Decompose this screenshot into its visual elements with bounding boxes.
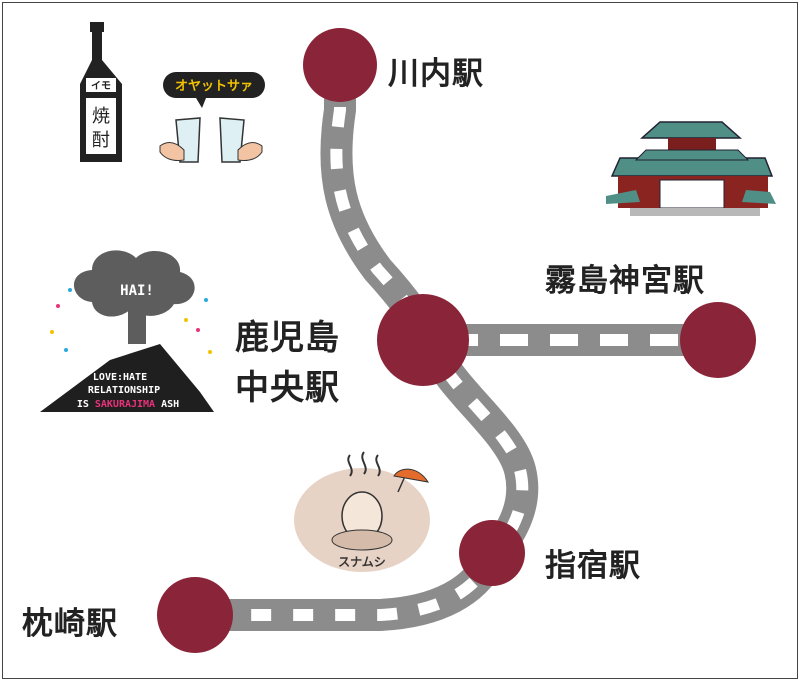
sand-bath-icon: スナムシ	[294, 451, 430, 572]
station-label-makurazaki: 枕崎駅	[22, 606, 118, 642]
station-marker-makurazaki[interactable]	[157, 577, 233, 653]
toast-speech: オヤットサァ	[175, 79, 253, 94]
station-label-ibusuki: 指宿駅	[545, 548, 641, 584]
station-marker-ibusuki[interactable]	[459, 520, 525, 586]
station-marker-sendai[interactable]	[303, 28, 377, 102]
sand-bath-caption: スナムシ	[338, 555, 386, 569]
bottle-label-top: イモ	[91, 80, 111, 92]
station-label-kagoshima-2: 中央駅	[235, 368, 340, 408]
bottle-label-main-1: 焼	[92, 106, 110, 127]
station-marker-kirishima[interactable]	[680, 302, 756, 378]
volcano-line-2: LOVE:HATE	[93, 372, 147, 383]
station-label-kirishima: 霧島神宮駅	[545, 263, 705, 299]
shochu-bottle-icon: イモ 焼 酎	[80, 22, 122, 162]
station-marker-kagoshima[interactable]	[377, 294, 469, 386]
volcano-line-1: A	[87, 358, 93, 369]
station-label-sendai: 川内駅	[388, 56, 484, 92]
volcano-icon: HAI! A LOVE:HATE RELATIONSHIP IS SAKURAJ…	[40, 250, 214, 412]
station-label-kagoshima-1: 鹿児島	[235, 318, 340, 358]
toast-glasses-icon: オヤットサァ	[159, 72, 265, 163]
volcano-smoke-text: HAI!	[120, 283, 154, 299]
volcano-line-4: IS SAKURAJIMA ASH	[77, 399, 179, 410]
shrine-icon	[606, 121, 776, 216]
bottle-label-main-2: 酎	[92, 130, 110, 151]
volcano-line-3: RELATIONSHIP	[88, 385, 160, 396]
